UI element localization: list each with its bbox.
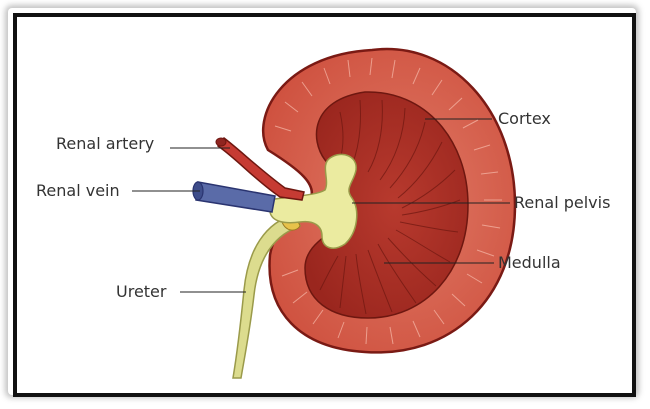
- label-cortex: Cortex: [498, 109, 551, 128]
- renal-artery-opening: [215, 137, 227, 147]
- label-renal-pelvis: Renal pelvis: [514, 193, 610, 212]
- cortex-striations: [274, 57, 502, 345]
- renal-vein: [195, 181, 276, 213]
- medulla-striations: [319, 99, 461, 315]
- renal-artery: [216, 136, 305, 201]
- renal-pelvis: [269, 153, 358, 249]
- ureter: [232, 213, 301, 379]
- label-renal-artery: Renal artery: [56, 134, 154, 153]
- label-medulla: Medulla: [498, 253, 561, 272]
- label-renal-vein: Renal vein: [36, 181, 120, 200]
- label-ureter: Ureter: [116, 282, 167, 301]
